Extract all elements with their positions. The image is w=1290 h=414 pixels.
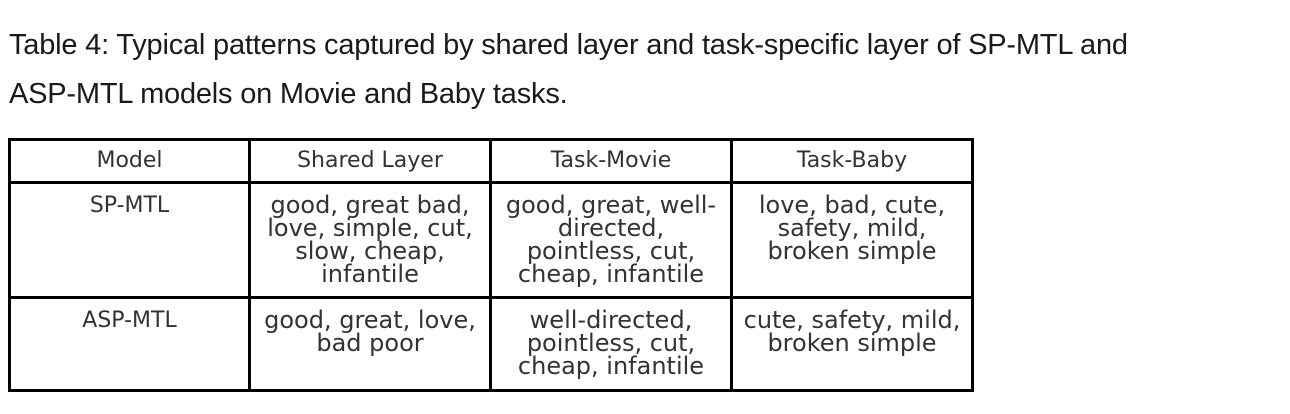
model-cell: SP-MTL — [8, 181, 251, 299]
header-model: Model — [8, 138, 251, 184]
table-row-asp-mtl: ASP-MTL good, great, love, bad poor well… — [8, 296, 974, 392]
header-task-baby: Task-Baby — [730, 138, 974, 184]
patterns-table: Model Shared Layer Task-Movie Task-Baby … — [8, 138, 974, 392]
table-caption: Table 4: Typical patterns captured by sh… — [9, 21, 1279, 119]
table-row-sp-mtl: SP-MTL good, great bad, love, simple, cu… — [8, 181, 974, 299]
model-label: SP-MTL — [89, 193, 170, 218]
model-cell: ASP-MTL — [8, 296, 251, 392]
cell-line: slow, cheap, — [295, 237, 445, 265]
cell-line: broken simple — [767, 329, 937, 357]
cell-line: good, great, love, — [264, 306, 476, 334]
caption-line-1: Table 4: Typical patterns captured by sh… — [9, 29, 1128, 61]
caption-line-2: ASP-MTL models on Movie and Baby tasks. — [9, 78, 568, 110]
cell-line: pointless, cut, — [526, 237, 696, 265]
cell-line: cute, safety, mild, — [743, 306, 961, 334]
cell-line: well-directed, — [529, 306, 693, 334]
table-header-row: Model Shared Layer Task-Movie Task-Baby — [8, 138, 974, 184]
task-baby-cell: love, bad, cute, safety, mild, broken si… — [730, 181, 974, 299]
header-shared-layer: Shared Layer — [248, 138, 492, 184]
cell-line: broken simple — [767, 237, 937, 265]
shared-layer-cell: good, great bad, love, simple, cut, slow… — [248, 181, 492, 299]
cell-line: love, bad, cute, — [758, 191, 946, 219]
cell-line: good, great, well- — [505, 191, 717, 219]
cell-line: safety, mild, — [777, 214, 927, 242]
shared-layer-cell: good, great, love, bad poor — [248, 296, 492, 392]
cell-line: pointless, cut, — [526, 329, 696, 357]
cell-line: cheap, infantile — [517, 352, 705, 380]
cell-line: love, simple, cut, — [267, 214, 473, 242]
cell-line: directed, — [557, 214, 665, 242]
cell-line: bad poor — [316, 329, 424, 357]
task-movie-cell: well-directed, pointless, cut, cheap, in… — [489, 296, 733, 392]
header-task-movie: Task-Movie — [489, 138, 733, 184]
task-movie-cell: good, great, well- directed, pointless, … — [489, 181, 733, 299]
model-label: ASP-MTL — [82, 308, 177, 333]
cell-line: cheap, infantile — [517, 260, 705, 288]
cell-line: good, great bad, — [270, 191, 470, 219]
task-baby-cell: cute, safety, mild, broken simple — [730, 296, 974, 392]
cell-line: infantile — [321, 260, 419, 288]
